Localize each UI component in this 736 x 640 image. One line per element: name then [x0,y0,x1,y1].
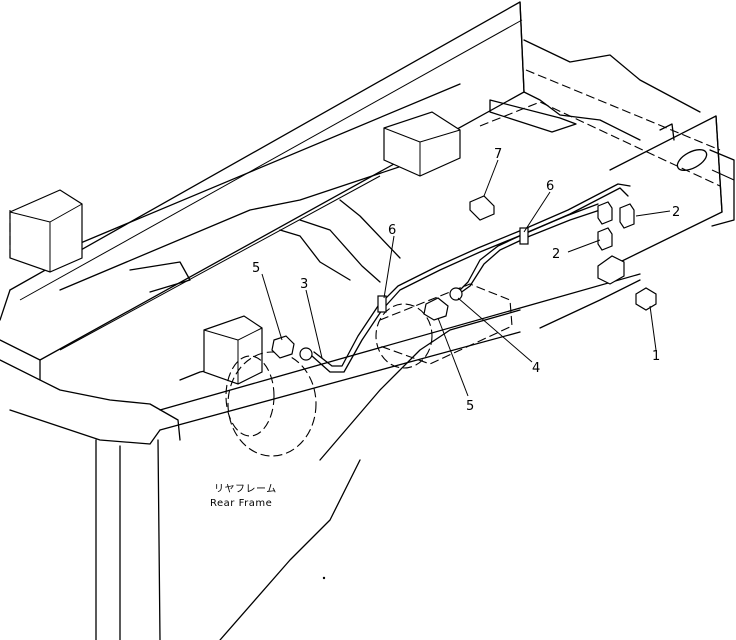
callout-labels: 1 2 2 3 4 5 5 6 6 7 [252,147,680,414]
rear-frame-caption: リヤフレーム Rear Frame [210,483,277,509]
bolt-item-7 [469,195,495,221]
fitting-item-5-right [423,297,449,321]
leader-lines [261,159,671,397]
nut-item-4 [449,287,463,301]
callout-4: 4 [532,361,540,376]
caption-english: Rear Frame [210,498,272,509]
frame-brackets [9,111,461,385]
callout-2-lower: 2 [552,247,560,262]
lower-frame-body [0,273,641,640]
callout-3: 3 [300,277,308,292]
caption-japanese: リヤフレーム [214,483,277,495]
callout-6-right: 6 [546,179,554,194]
callout-6-left: 6 [388,223,396,238]
fitting-item-2-upper [619,203,635,229]
callout-7: 7 [494,147,502,162]
fitting-item-5-left [271,335,295,359]
cross-members [39,83,577,293]
fitting-item-2-lower [597,227,613,251]
callout-5-left: 5 [252,261,260,276]
fitting-item-1 [635,287,657,311]
elbow-fitting [597,201,613,225]
callout-2-upper: 2 [672,205,680,220]
clamp-item-6-left [377,295,387,313]
tube-end-item-3 [299,347,313,361]
distribution-block [597,255,625,285]
fittings [271,195,657,361]
clamp-item-6-right [519,227,529,245]
dot-mark [322,576,326,580]
callout-5-right: 5 [466,399,474,414]
right-frame-rail [523,39,735,263]
upper-frame-rail [0,1,525,381]
callout-1: 1 [652,349,660,364]
tube-lines [311,183,631,373]
